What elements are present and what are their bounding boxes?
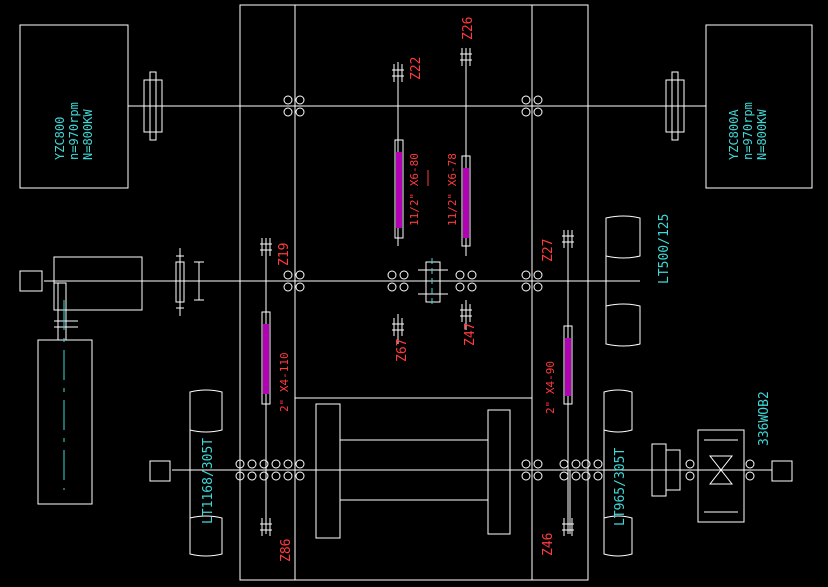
reducer-336wob2-label: 336WOB2 <box>757 391 772 446</box>
chain-3-label: 2" X4-110 <box>278 352 291 412</box>
gearbox-frame <box>239 4 589 581</box>
gear-z19: Z19 <box>277 243 292 266</box>
chain-3 <box>261 311 271 405</box>
motor-right-power: N=800KW <box>755 109 769 160</box>
brake-lt1168-label: LT1168/305T <box>201 438 216 524</box>
motor-left-model: YZC800 <box>53 117 67 160</box>
bearings <box>235 95 755 481</box>
motor-right-speed: n=970rpm <box>741 102 755 160</box>
gear-z22: Z22 <box>409 57 424 80</box>
brake-lt965-label: LT965/305T <box>613 448 628 526</box>
chain-4-label: 2" X4-90 <box>544 361 557 414</box>
encoder-box <box>19 270 43 292</box>
motor-right-model: YZC800A <box>727 109 741 160</box>
gear-z67: Z67 <box>395 339 410 362</box>
chain-4 <box>563 325 573 405</box>
chain-1-label: 11/2" X6-80 <box>408 153 421 226</box>
motor-right <box>705 24 813 189</box>
hoist-drum <box>315 403 341 539</box>
chain-2 <box>461 155 471 247</box>
brake-lt500-label: LT500/125 <box>657 214 672 284</box>
chain-1 <box>394 139 404 239</box>
motor-left-speed: n=970rpm <box>67 102 81 160</box>
chain-2-label: 11/2" X6-78 <box>446 153 459 226</box>
gear-z86: Z86 <box>279 539 294 562</box>
gear-z26: Z26 <box>461 17 476 40</box>
gear-z27: Z27 <box>541 239 556 262</box>
motor-left-power: N=800KW <box>81 109 95 160</box>
gear-z46: Z46 <box>541 533 556 556</box>
gear-z47: Z47 <box>463 323 478 346</box>
